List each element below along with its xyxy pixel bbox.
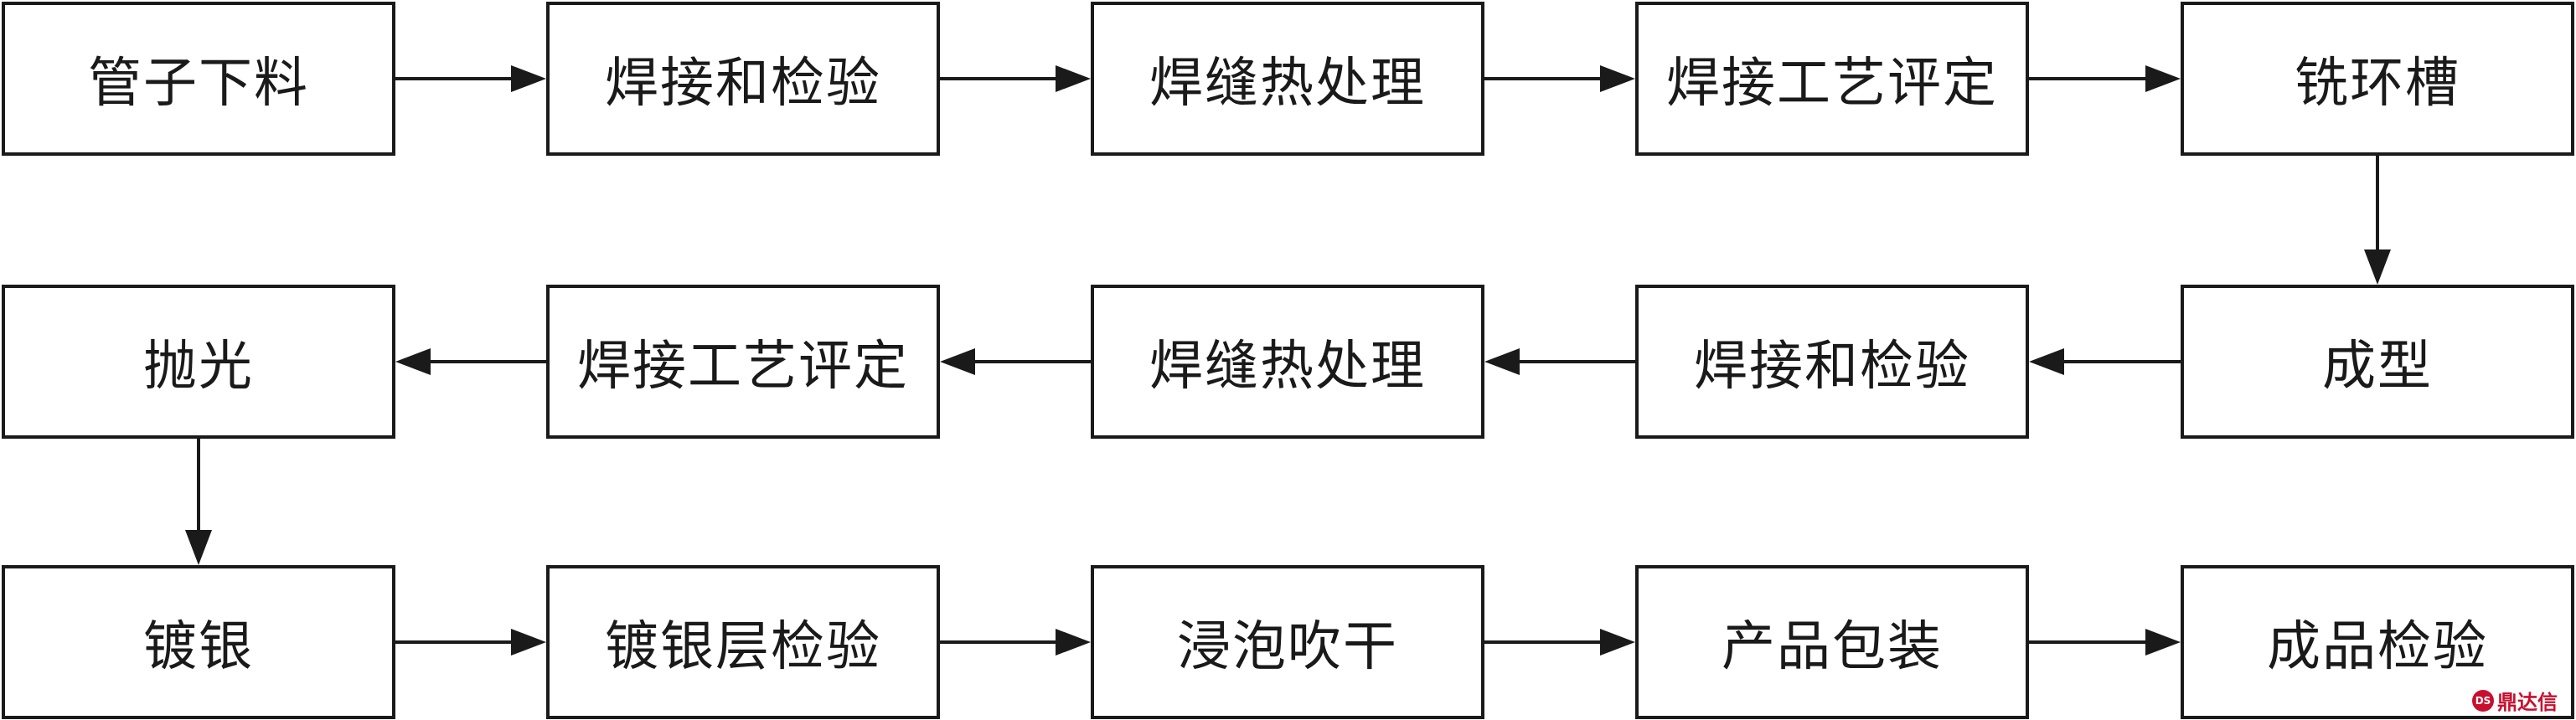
arrow-2-3 [940,65,1091,92]
arrow-9-10 [395,348,546,375]
watermark-logo-icon: DS [2472,689,2494,712]
arrow-1-2 [395,65,546,92]
step-ring-groove-milling: 铣环槽 [2181,2,2574,156]
step-welding-procedure-qualification-1: 焊接工艺评定 [1635,2,2029,156]
arrow-8-9 [940,348,1091,375]
step-weld-heat-treatment-1: 焊缝热处理 [1091,2,1484,156]
arrow-10-11 [185,439,212,565]
step-plating-layer-inspection: 镀银层检验 [546,565,940,719]
arrow-11-12 [395,629,546,656]
step-soak-and-blow-dry: 浸泡吹干 [1091,565,1484,719]
step-weld-heat-treatment-2: 焊缝热处理 [1091,285,1484,439]
watermark: DS 鼎达信 [2472,686,2558,715]
arrow-5-6 [2364,156,2391,285]
step-welding-inspection-2: 焊接和检验 [1635,285,2029,439]
arrow-4-5 [2029,65,2181,92]
arrow-14-15 [2029,629,2181,656]
watermark-text: 鼎达信 [2497,691,2558,714]
step-silver-plating: 镀银 [2,565,395,719]
step-polishing: 抛光 [2,285,395,439]
step-welding-procedure-qualification-2: 焊接工艺评定 [546,285,940,439]
step-final-inspection: 成品检验 [2181,565,2574,719]
arrow-7-8 [1484,348,1635,375]
arrow-13-14 [1484,629,1635,656]
arrow-6-7 [2029,348,2181,375]
step-forming: 成型 [2181,285,2574,439]
arrow-3-4 [1484,65,1635,92]
step-welding-inspection-1: 焊接和检验 [546,2,940,156]
arrow-12-13 [940,629,1091,656]
step-product-packaging: 产品包装 [1635,565,2029,719]
step-pipe-cutting: 管子下料 [2,2,395,156]
